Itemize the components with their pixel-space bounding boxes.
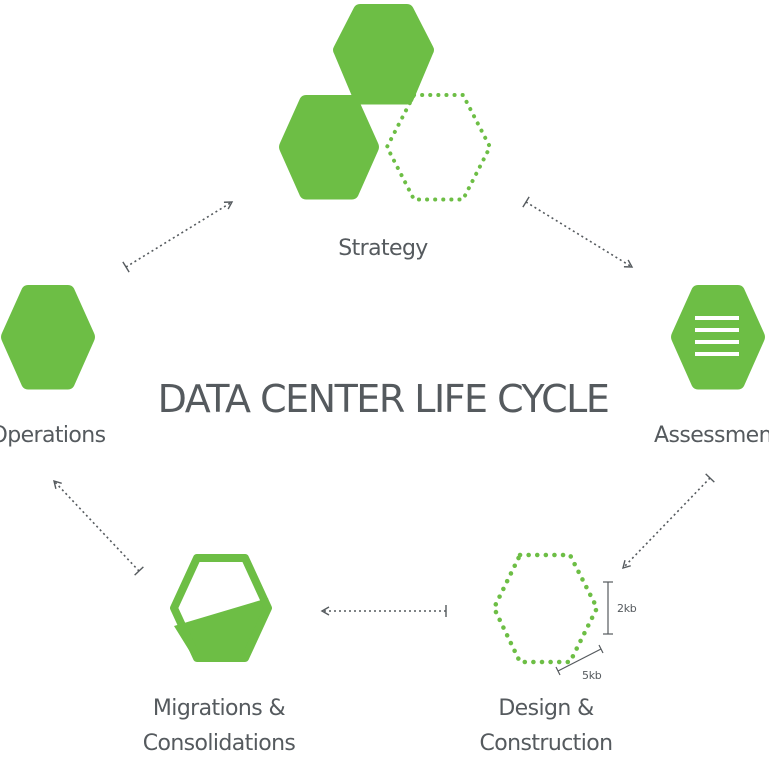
height-dimension [603,581,613,635]
assessment-label: Assessment [654,423,769,448]
design-label-line1: Design & [498,696,594,721]
height-dimension-label: 2kb [617,602,637,615]
three-hexagons-icon [279,4,493,202]
page-title: DATA CENTER LIFE CYCLE [158,377,609,421]
arrow-migrations-to-operations [53,479,144,576]
hexagon-top [333,4,434,105]
hexagon-dotted [384,93,493,202]
hexagon-dotted-outline [491,552,600,665]
list-line-2 [695,328,739,332]
arrow-assessment-to-design [622,473,715,570]
half-filled-hexagon-icon [170,554,272,662]
solid-hexagon-icon [1,285,95,390]
width-dimension-label: 5kb [582,669,602,682]
arrow-strategy-to-assessment [522,196,634,268]
list-line-1 [695,316,739,320]
list-line-3 [695,340,739,344]
hexagon-fill-lower [174,598,270,659]
hexagon-solid [671,285,765,390]
arrow-operations-to-strategy [122,201,234,273]
width-dimension [555,644,604,676]
hexagon-outline [170,554,272,662]
hexagon-list-icon [671,285,765,390]
design-label-line2: Construction [480,731,613,756]
hexagon-left [279,95,379,200]
list-line-4 [695,352,739,356]
strategy-label: Strategy [338,236,428,261]
migrations-label-line2: Consolidations [143,731,296,756]
operations-label: Operations [0,423,106,448]
dotted-hexagon-icon [491,552,600,665]
migrations-label-line1: Migrations & [153,696,286,721]
